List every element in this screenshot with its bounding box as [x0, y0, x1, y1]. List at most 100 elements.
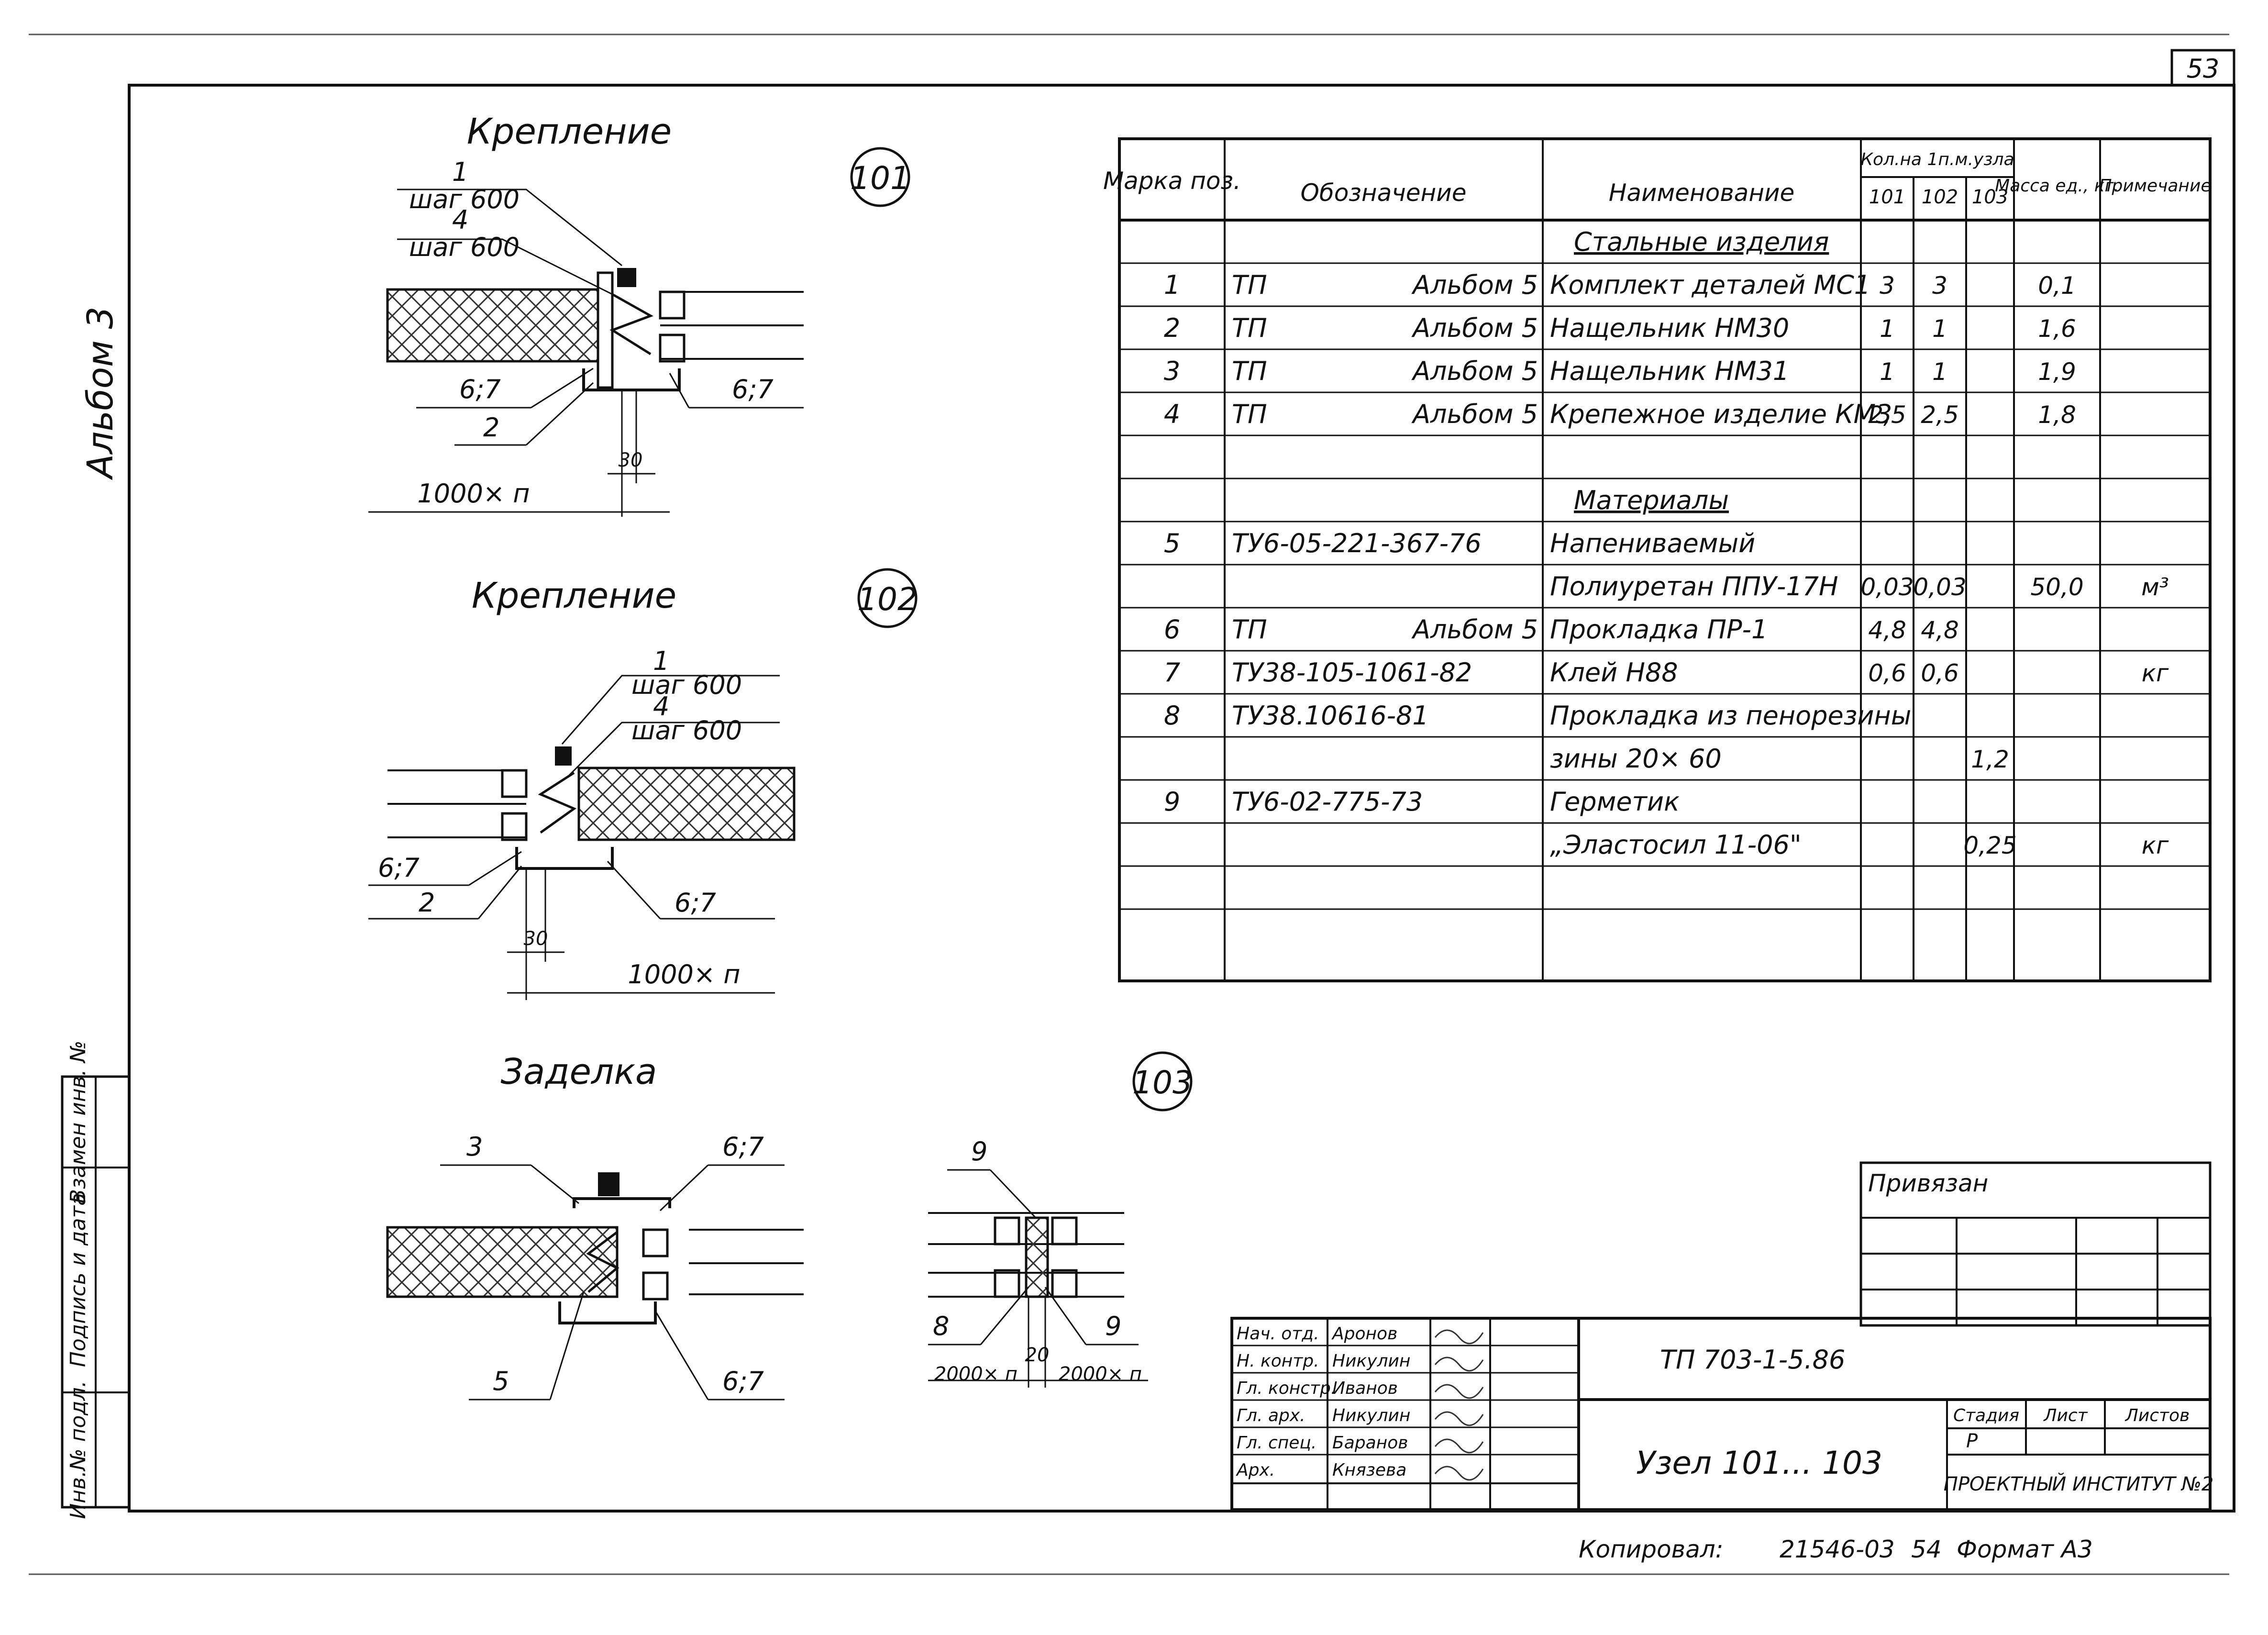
cell-name: Клей Н88	[1550, 657, 1678, 688]
cell-designation: ТП	[1232, 399, 1267, 429]
sig-name: Иванов	[1332, 1379, 1398, 1398]
cell-q102: 2,5	[1921, 401, 1959, 429]
album-side-label: Альбом 3	[80, 307, 121, 480]
detail-103-title: Заделка	[501, 1051, 657, 1092]
sandwich-panel-103	[386, 1226, 619, 1298]
th-note: Примечание	[2099, 176, 2211, 196]
cell-mass: 1,9	[2038, 358, 2076, 386]
leader-4-102: 4	[653, 691, 669, 722]
cell-q101: 0,6	[1868, 659, 1906, 687]
sig-role: Гл. констр.	[1237, 1379, 1336, 1398]
cell-name: Крепежное изделие КМ3	[1550, 399, 1892, 429]
th-102: 102	[1922, 186, 1958, 208]
sheet-title: Узел 101... 103	[1636, 1445, 1882, 1481]
dim-1000-n-102: 1000× п	[628, 959, 740, 990]
stage-value: Р	[1966, 1430, 1978, 1452]
cell-name: Нащельник НМ31	[1550, 356, 1789, 386]
cell-q102: 1	[1932, 315, 1947, 343]
signature-scribble	[1434, 1411, 1484, 1426]
detail-101-marker-circle	[850, 147, 910, 207]
dim-30: 30	[619, 449, 643, 471]
leader-4: 4	[452, 205, 468, 235]
cell-q101: 4,8	[1868, 616, 1906, 644]
detail-103-marker-circle	[1132, 1051, 1193, 1112]
cell-designation: ТП	[1232, 313, 1267, 343]
sig-name: Никулин	[1332, 1351, 1410, 1371]
stamp-signature-date: Подпись и дата	[66, 1193, 90, 1367]
format-label: Формат А3	[1957, 1535, 2093, 1563]
cell-name: Комплект деталей МС1	[1550, 270, 1870, 300]
cell-q102: 4,8	[1921, 616, 1959, 644]
cell-album: Альбом 5	[1411, 614, 1538, 645]
cell-album: Альбом 5	[1411, 313, 1538, 343]
cell-designation: ТП	[1232, 356, 1267, 386]
copy-number: 21546-03	[1780, 1535, 1895, 1563]
leader-8: 8	[933, 1311, 949, 1341]
leader-9-bottom: 9	[1105, 1311, 1121, 1341]
institute-name: ПРОЕКТНЫЙ ИНСТИТУТ №2	[1944, 1472, 2214, 1495]
detail-102-marker: 102	[857, 581, 918, 618]
cell-mark: 3	[1164, 356, 1180, 386]
th-designation: Обозначение	[1301, 179, 1467, 207]
th-101: 101	[1869, 186, 1905, 208]
cell-mass: 1,6	[2038, 315, 2076, 343]
left-stamp: Инв.№ подл. Подпись и дата Взамен инв. №	[61, 1041, 131, 1519]
stamp-replacement-inv: Взамен инв. №	[66, 1041, 90, 1204]
th-103: 103	[1972, 186, 2008, 208]
cell-name: Прокладка из пенорезины	[1550, 701, 1911, 731]
page-number: 53	[2187, 54, 2220, 84]
detail-103: Заделка 103 3 6;7 5 6;7 9	[386, 1051, 1193, 1401]
cell-mark: 8	[1164, 701, 1180, 731]
cell-name: „Эластосил 11-06"	[1550, 830, 1802, 860]
cell-q101: 1	[1880, 315, 1895, 343]
cell-q102: 3	[1932, 272, 1947, 300]
dim-2000-n-left: 2000× п	[934, 1363, 1018, 1385]
dim-2000-n-right: 2000× п	[1059, 1363, 1142, 1385]
cell-q102: 0,6	[1921, 659, 1959, 687]
leader-1-102: 1	[653, 646, 669, 676]
sandwich-panel	[386, 288, 599, 363]
cell-name: Прокладка ПР-1	[1550, 614, 1768, 645]
cell-q101: 0,03	[1860, 573, 1914, 601]
sig-role: Гл. арх.	[1237, 1406, 1305, 1425]
cell-q101: 1	[1880, 358, 1895, 386]
cell-q101: 2,5	[1868, 401, 1906, 429]
sig-name: Князева	[1332, 1460, 1406, 1480]
leader-9-top: 9	[971, 1136, 987, 1167]
leader-2: 2	[483, 412, 499, 443]
privyazan-label: Привязан	[1868, 1169, 1988, 1197]
stamp-inv-podl: Инв.№ подл.	[66, 1380, 90, 1519]
leader-step-600b: шаг 600	[409, 232, 520, 262]
th-mark: Марка поз.	[1103, 167, 1241, 195]
cell-name: зины 20× 60	[1550, 744, 1722, 774]
project-code: ТП 703-1-5.86	[1660, 1345, 1845, 1375]
detail-102-marker-circle	[857, 568, 918, 628]
leader-2-102: 2	[419, 888, 435, 918]
leader-6-7-right: 6;7	[732, 374, 774, 404]
cell-note: м³	[2141, 573, 2169, 601]
flashing-channel	[582, 368, 681, 391]
leader-6-7-103-bottom: 6;7	[722, 1366, 764, 1396]
cell-mark: 6	[1164, 614, 1180, 645]
sig-name: Никулин	[1332, 1406, 1410, 1425]
detail-103-marker: 103	[1132, 1064, 1193, 1101]
stage-label: Стадия	[1953, 1406, 2019, 1425]
detail-102-title: Крепление	[472, 575, 676, 616]
signature-scribble	[1434, 1466, 1484, 1481]
cell-name: Напениваемый	[1550, 528, 1755, 558]
cell-mark: 2	[1164, 313, 1180, 343]
leader-step-600b-102: шаг 600	[631, 715, 742, 745]
cell-album: Альбом 5	[1411, 270, 1538, 300]
cell-mass: 0,1	[2038, 272, 2076, 300]
dim-1000-n: 1000× п	[417, 478, 530, 509]
cell-mass: 50,0	[2030, 573, 2083, 601]
dim-20: 20	[1025, 1344, 1050, 1366]
signature-scribble	[1434, 1357, 1484, 1372]
sheet-label: Лист	[2043, 1406, 2088, 1425]
cell-q102: 1	[1932, 358, 1947, 386]
dim-30-102: 30	[524, 928, 548, 950]
drawing-frame	[128, 84, 2235, 1513]
